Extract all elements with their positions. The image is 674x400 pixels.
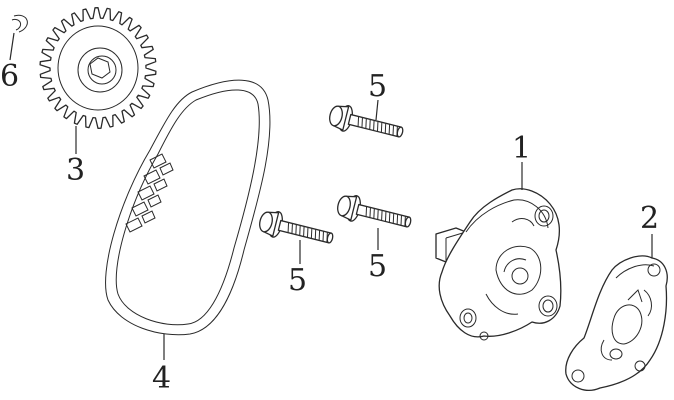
callout-bolt-left: 5: [288, 263, 307, 298]
oil-pump-part: [435, 162, 562, 341]
bolt-left-part: [259, 211, 334, 244]
callout-pump-cover: 2: [640, 201, 659, 236]
callout-oil-pump: 1: [512, 131, 531, 166]
leader-bolt-top: [375, 99, 379, 121]
callout-bolt-mid: 5: [368, 249, 387, 284]
chain-part: [105, 79, 271, 360]
pump-cover-part: [565, 234, 668, 391]
callout-sprocket: 3: [66, 153, 85, 188]
sprocket-part: [39, 7, 157, 154]
bolt-top-part: [329, 105, 404, 138]
callout-bolt-top: 5: [368, 69, 387, 104]
circlip-part: [9, 14, 28, 61]
callout-chain: 4: [152, 361, 171, 396]
bolt-mid-part: [337, 195, 412, 228]
callout-circlip: 6: [0, 59, 19, 94]
